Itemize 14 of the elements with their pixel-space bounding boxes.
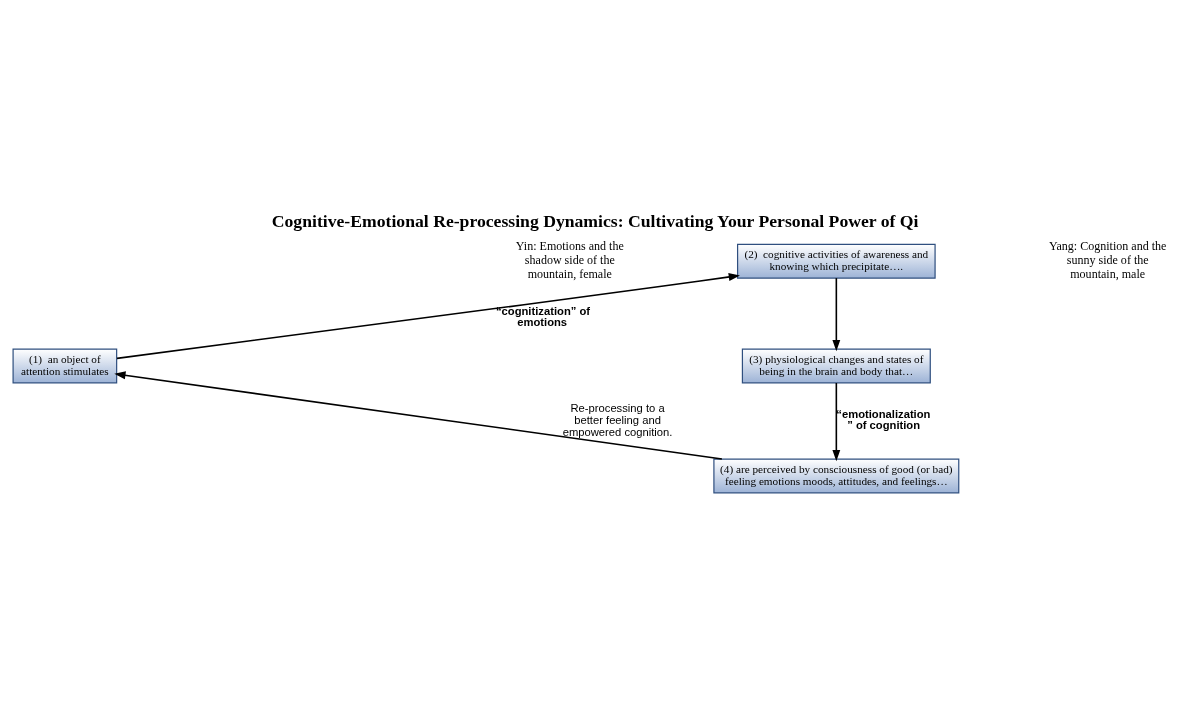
arrow: [116, 272, 740, 359]
label: Yin: Emotions and the shadow side of the mountain, female: [515, 238, 624, 281]
edge-label: Re-processing to a better feeling and empowered cognition.: [562, 401, 673, 438]
node-box: (1) an object of attention stimulates: [12, 348, 118, 383]
edge-label: “cognitization” of emotions: [495, 304, 591, 328]
edge-label: “emotionalization ” of cognition: [836, 407, 931, 431]
node-box: (3) physiological changes and states of being in the brain and body that…: [741, 348, 931, 383]
node-box: (2) cognitive activities of awareness and knowing which precipitate….: [737, 243, 936, 279]
diagram-title: Cognitive-Emotional Re-processing Dynamics: Cultivating Your Personal Power of Qi: [271, 210, 919, 231]
arrow: [832, 381, 841, 461]
node-box: (4) are perceived by consciousness of good (or bad) feeling emotions moods, attitudes, and feelings…: [713, 457, 960, 493]
arrow: [832, 276, 841, 351]
arrow: [114, 370, 723, 460]
label: Yang: Cognition and the sunny side of the mountain, male: [1048, 238, 1167, 281]
